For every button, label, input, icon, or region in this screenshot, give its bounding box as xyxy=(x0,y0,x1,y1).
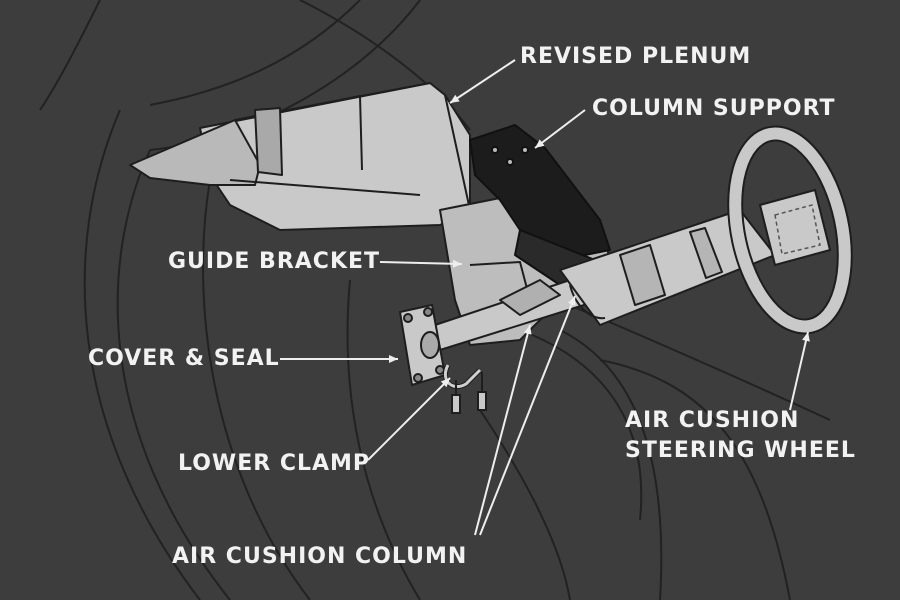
car-body-outline xyxy=(39,0,831,600)
label-air-cushion-column: AIR CUSHION COLUMN xyxy=(172,544,468,569)
leader-lower-clamp xyxy=(367,377,451,461)
leader-column-1 xyxy=(474,324,532,536)
revised-plenum xyxy=(129,82,471,231)
leader-lines xyxy=(280,59,810,536)
steering-column xyxy=(419,209,776,351)
leader-revised-plenum xyxy=(449,59,516,104)
lower-clamp xyxy=(442,363,487,414)
label-column-support: COLUMN SUPPORT xyxy=(592,96,836,121)
label-steering-wheel-line2: STEERING WHEEL xyxy=(625,438,856,463)
label-cover-seal: COVER & SEAL xyxy=(88,346,280,371)
leader-steering-wheel xyxy=(789,331,810,411)
label-guide-bracket: GUIDE BRACKET xyxy=(168,249,381,274)
cover-and-seal xyxy=(398,303,447,387)
leader-column-2 xyxy=(479,295,576,536)
leader-column-support xyxy=(534,109,586,149)
steering-wheel xyxy=(727,125,853,335)
leader-guide-bracket xyxy=(379,259,463,268)
label-lower-clamp: LOWER CLAMP xyxy=(178,451,371,476)
label-revised-plenum: REVISED PLENUM xyxy=(520,44,752,69)
label-steering-wheel-line1: AIR CUSHION xyxy=(625,408,800,433)
